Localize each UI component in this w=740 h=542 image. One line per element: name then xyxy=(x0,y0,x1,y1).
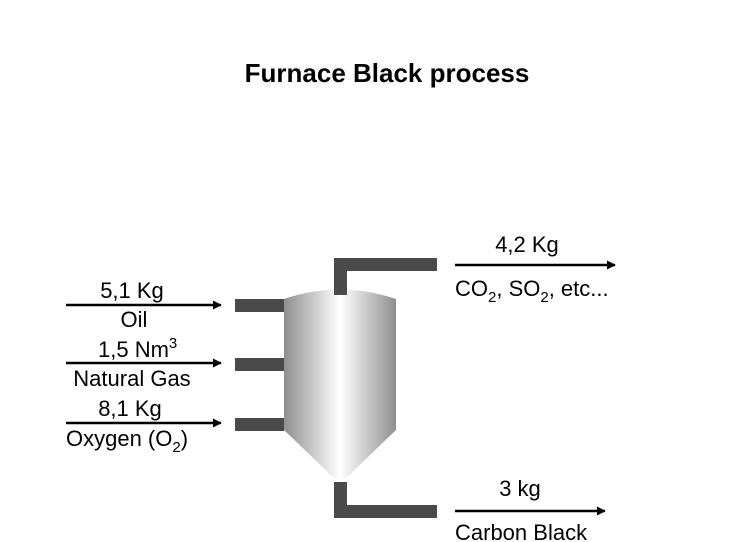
furnace-vessel xyxy=(284,289,396,479)
offgas-co: CO xyxy=(455,276,488,301)
gas-amount: 1,5 Nm3 xyxy=(98,335,177,362)
carbon-black-amount: 3 kg xyxy=(499,476,541,501)
offgas-so: , SO xyxy=(496,276,540,301)
oxygen-label-pre: Oxygen (O xyxy=(66,426,172,451)
gas-amount-text: 1,5 Nm xyxy=(98,337,169,362)
offgas-amount: 4,2 Kg xyxy=(495,232,559,257)
oxygen-label-post: ) xyxy=(181,426,188,451)
gas-amount-sup: 3 xyxy=(169,335,177,352)
gas-outlet-pipe-horizontal xyxy=(334,258,437,271)
oxygen-label: Oxygen (O2) xyxy=(66,426,188,456)
vessel-cone xyxy=(284,430,396,479)
carbon-black-label: Carbon Black xyxy=(455,520,588,542)
pipes xyxy=(235,258,437,518)
oil-label: Oil xyxy=(121,307,148,332)
gas-inlet-pipe xyxy=(235,358,284,371)
flow-arrows xyxy=(66,260,616,516)
oxygen-inlet-pipe xyxy=(235,418,284,431)
oil-inlet-pipe xyxy=(235,299,284,312)
product-outlet-pipe-horizontal xyxy=(334,505,437,518)
offgas-etc: , etc... xyxy=(549,276,609,301)
gas-label: Natural Gas xyxy=(73,366,190,391)
vessel-body xyxy=(284,289,396,430)
oil-amount: 5,1 Kg xyxy=(100,278,164,303)
oxygen-label-sub: 2 xyxy=(172,439,180,456)
oxygen-amount: 8,1 Kg xyxy=(98,396,162,421)
offgas-so-sub: 2 xyxy=(540,289,548,306)
offgas-co-sub: 2 xyxy=(488,289,496,306)
offgas-label: CO2, SO2, etc... xyxy=(455,276,609,306)
page-title: Furnace Black process xyxy=(245,58,530,88)
